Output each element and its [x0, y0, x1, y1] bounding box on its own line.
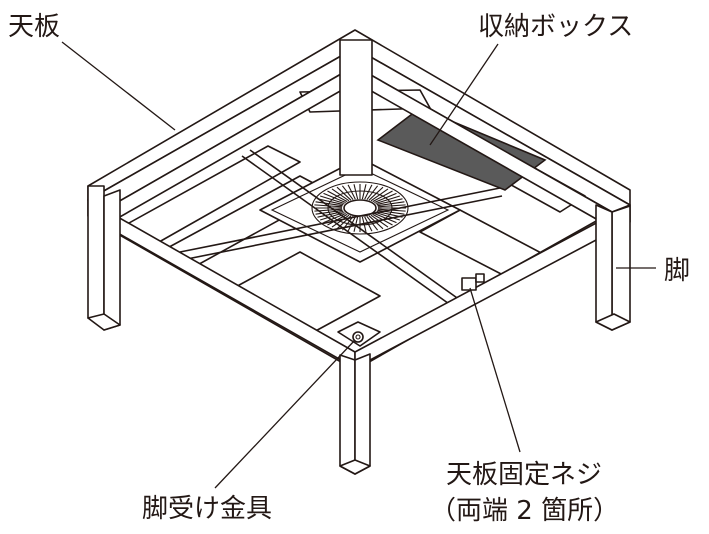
grill-ray: [327, 190, 348, 203]
grill-ray: [331, 188, 350, 202]
grill-ray: [347, 216, 356, 232]
leader-storage-box: [429, 43, 499, 146]
grill-ray: [374, 212, 397, 224]
grill-ray: [370, 188, 389, 202]
grill-ray: [376, 198, 403, 206]
grill-ray: [366, 215, 379, 231]
grill-ray: [347, 184, 356, 200]
grill-ray: [336, 186, 352, 201]
grill-ray: [331, 214, 350, 228]
grill-ray: [368, 186, 384, 201]
tabletop-screw-sublabel: （両端 2 箇所）: [430, 496, 620, 526]
leg-bracket-hardware: [337, 321, 381, 347]
leg-front-right-face: [354, 353, 371, 475]
grill-ray: [364, 184, 373, 200]
grill-ray: [317, 198, 344, 206]
grill-ray: [315, 201, 343, 207]
grill-ray: [315, 209, 343, 215]
leg-right-front: [595, 204, 613, 331]
storage-box: [376, 107, 547, 191]
grill-ray: [341, 185, 354, 201]
heater-grill: [259, 157, 461, 263]
leader-lines: [61, 41, 656, 489]
grill-ray: [375, 195, 400, 205]
grill-ray: [323, 192, 346, 204]
tabletop-screw-label: 天板固定ネジ: [446, 460, 603, 490]
tabletop-screw-hardware: [461, 273, 485, 291]
leader-leg-bracket: [214, 339, 356, 489]
grill-ray: [368, 215, 384, 230]
leg-left-side: [87, 185, 105, 319]
leg-bracket-label: 脚受け金具: [142, 494, 273, 524]
grill-ray: [361, 184, 367, 200]
grill-ray: [364, 216, 373, 232]
grill-ray: [377, 201, 405, 207]
leg-front-left-face: [339, 354, 356, 475]
grill-ray: [372, 190, 393, 203]
tabletop-label: 天板: [8, 12, 61, 42]
grill-ray: [375, 211, 400, 221]
grill-ray: [320, 195, 345, 205]
leader-tabletop-screw: [469, 287, 521, 453]
leg-back: [339, 39, 373, 176]
legs: [87, 39, 631, 475]
grill-ray: [327, 213, 348, 226]
leg-left-front: [103, 189, 121, 331]
storage-box-label: 収納ボックス: [478, 12, 634, 42]
leader-tabletop: [61, 41, 176, 131]
grill-ray: [377, 204, 406, 208]
leg-label: 脚: [664, 256, 691, 286]
grill-ray: [317, 210, 344, 218]
grill-ray: [353, 216, 359, 232]
grill-ray: [366, 185, 379, 201]
grill-ray: [374, 192, 397, 204]
grill-ray: [353, 184, 359, 200]
